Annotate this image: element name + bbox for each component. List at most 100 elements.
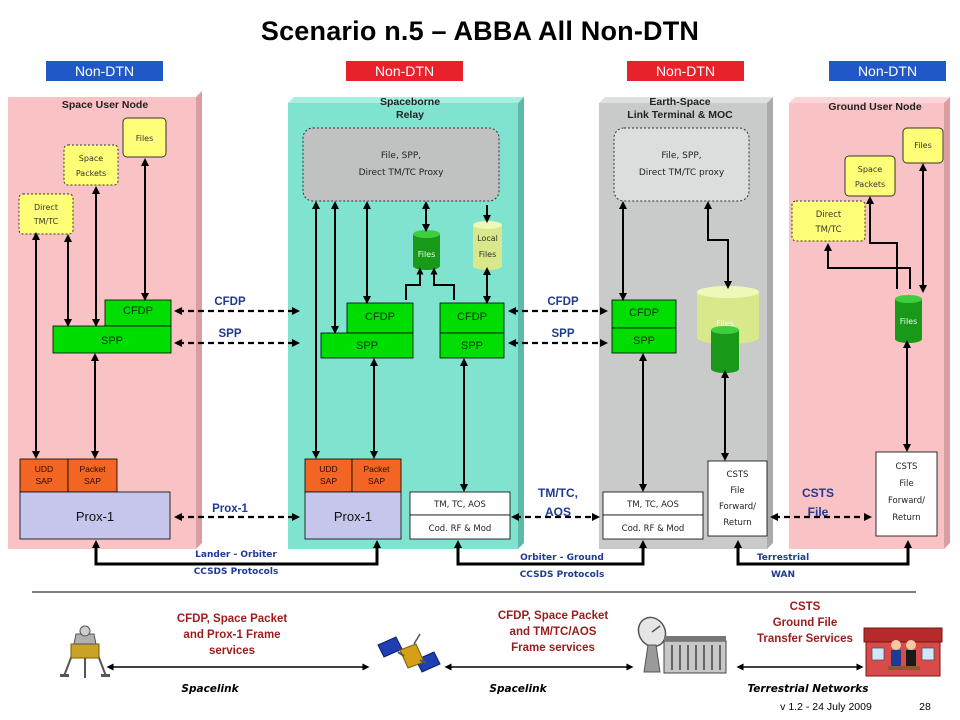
relay-packet-sap-box: Packet SAP — [351, 458, 402, 493]
svg-text:TM/TC: TM/TC — [33, 217, 59, 226]
svg-text:Space: Space — [79, 154, 103, 163]
svg-text:Files: Files — [136, 134, 154, 143]
cfdp-link-label-2: CFDP — [547, 296, 579, 308]
cfdp-box: CFDP — [104, 299, 172, 327]
svg-text:Files: Files — [914, 141, 932, 150]
protocol-brackets — [92, 540, 912, 566]
terrestrial-wan-label-1: Terrestrial — [757, 553, 809, 563]
svg-text:Cod. RF & Mod: Cod. RF & Mod — [622, 524, 685, 534]
svg-text:Non-DTN: Non-DTN — [375, 63, 434, 79]
svg-text:TM, TC, AOS: TM, TC, AOS — [433, 500, 486, 510]
earth-tmtc-aos-box: TM, TC, AOS Cod. RF & Mod — [602, 491, 704, 540]
svg-text:Packets: Packets — [855, 180, 885, 189]
earth-heading-line2: Link Terminal & MOC — [627, 109, 733, 121]
orbiter-ground-label-2: CCSDS Protocols — [520, 570, 605, 580]
earth-heading-line1: Earth-Space — [649, 96, 710, 108]
relay-arrows — [312, 201, 491, 492]
spp-link-label: SPP — [218, 328, 241, 340]
svg-text:Direct: Direct — [34, 203, 58, 212]
lander-orbiter-label-2: CCSDS Protocols — [194, 567, 279, 577]
relay-tmtc-aos-box: TM, TC, AOS Cod. RF & Mod — [409, 491, 511, 540]
svg-text:File: File — [730, 486, 744, 496]
svg-text:CFDP: CFDP — [123, 305, 153, 317]
earth-cfdp-box: CFDP — [611, 299, 677, 329]
services-2-line1: CFDP, Space Packet — [498, 610, 609, 622]
svg-text:Files: Files — [900, 317, 918, 326]
earth-csts-box: CSTS File — [707, 460, 768, 537]
terrestrial-networks-label: Terrestrial Networks — [747, 683, 868, 695]
packet-sap-box: Packet SAP — [67, 458, 118, 493]
earth-csts-line4: Return — [723, 518, 751, 528]
svg-text:File, SPP,: File, SPP, — [381, 151, 421, 161]
ground-station-icon — [637, 616, 727, 674]
footer-version: v 1.2 - 24 July 2009 — [780, 701, 872, 713]
ground-direct-tmtc-box: Direct TM/TC — [791, 200, 866, 242]
udd-sap-box: UDD SAP — [19, 458, 69, 493]
svg-text:Direct TM/TC proxy: Direct TM/TC proxy — [639, 168, 725, 178]
cfdp-link-label: CFDP — [214, 296, 246, 308]
svg-text:Non-DTN: Non-DTN — [75, 63, 134, 79]
svg-text:Prox-1: Prox-1 — [76, 509, 114, 524]
lander-orbiter-label-1: Lander - Orbiter — [195, 550, 277, 560]
relay-heading-line1: Spaceborne — [380, 96, 440, 108]
svg-text:Packet: Packet — [80, 464, 107, 474]
svg-text:Non-DTN: Non-DTN — [858, 63, 917, 79]
space-user-arrows — [32, 158, 149, 459]
footer-page-number: 28 — [919, 701, 931, 713]
lander-icon — [60, 625, 110, 678]
ground-files-app-box: Files — [902, 127, 944, 164]
earth-csts-line3: Forward/ — [719, 502, 756, 512]
svg-text:SAP: SAP — [320, 476, 337, 486]
direct-tmtc-app-box: Direct TM/TC — [18, 193, 74, 235]
relay-proxy-box: File, SPP, Direct TM/TC Proxy — [302, 127, 500, 202]
earth-proxy-box: File, SPP, Direct TM/TC proxy — [613, 127, 750, 202]
local-files-cylinder: Local Files — [473, 221, 502, 270]
tmtc-aos-link-label-1: TM/TC, — [538, 486, 578, 500]
prox1-box: Prox-1 — [19, 491, 171, 540]
spp-link-label-2: SPP — [551, 328, 574, 340]
spacelink-label-2: Spacelink — [489, 683, 547, 695]
prox1-link-label: Prox-1 — [212, 503, 248, 515]
svg-text:Direct: Direct — [816, 210, 842, 220]
peer-links — [174, 307, 872, 521]
satellite-icon — [377, 633, 441, 673]
svg-text:SPP: SPP — [356, 340, 378, 352]
spp-box: SPP — [52, 325, 172, 354]
relay-prox1-box: Prox-1 — [304, 491, 402, 540]
ground-space-packets-box: Space Packets — [844, 155, 896, 197]
csts-file-link-label-1: CSTS — [802, 486, 834, 500]
services-2-line3: Frame services — [511, 642, 595, 654]
non-dtn-tag: Non-DTN — [46, 61, 163, 81]
services-2-line2: and TM/TC/AOS — [510, 626, 597, 638]
svg-text:File, SPP,: File, SPP, — [661, 151, 701, 161]
svg-text:Non-DTN: Non-DTN — [656, 63, 715, 79]
space-packets-app-box: Space Packets — [63, 144, 119, 186]
svg-text:SAP: SAP — [84, 476, 101, 486]
relay-cfdp-box-left: CFDP — [346, 302, 414, 334]
non-dtn-tag: Non-DTN — [627, 61, 744, 81]
svg-text:Cod. RF & Mod: Cod. RF & Mod — [429, 524, 492, 534]
svg-text:TM/TC: TM/TC — [814, 225, 841, 235]
services-3-line2: Ground File — [773, 617, 838, 629]
svg-text:SAP: SAP — [368, 476, 385, 486]
ground-arrows — [824, 163, 927, 452]
svg-text:Files: Files — [418, 250, 436, 259]
svg-text:CSTS: CSTS — [727, 470, 749, 480]
services-1-line3: services — [209, 645, 255, 657]
relay-udd-sap-box: UDD SAP — [304, 458, 353, 493]
relay-spp-box-left: SPP — [320, 332, 414, 359]
ground-csts-box: CSTS File Forward/ Return — [875, 451, 938, 537]
services-1-line1: CFDP, Space Packet — [177, 613, 288, 625]
svg-text:Packet: Packet — [364, 464, 391, 474]
relay-heading-line2: Relay — [396, 109, 424, 121]
svg-text:Files: Files — [716, 319, 734, 328]
earth-arrows — [619, 201, 732, 492]
non-dtn-tag: Non-DTN — [829, 61, 946, 81]
svg-text:CFDP: CFDP — [365, 311, 395, 323]
csts-file-link-label-2: File — [808, 505, 829, 519]
svg-text:TM, TC, AOS: TM, TC, AOS — [626, 500, 679, 510]
space-user-heading: Space User Node — [62, 99, 149, 111]
svg-text:File: File — [899, 479, 913, 489]
svg-text:CFDP: CFDP — [629, 307, 659, 319]
